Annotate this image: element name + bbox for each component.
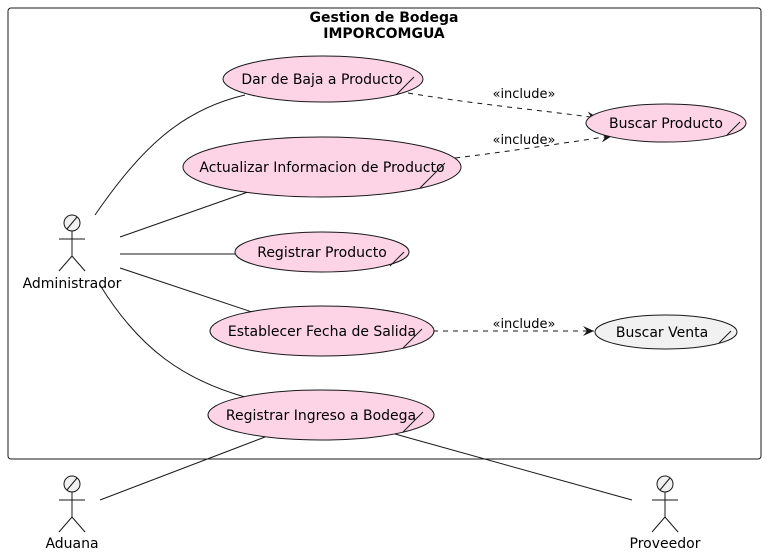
use-case-label: Registrar Producto [257,245,387,261]
use-case-dar-de-baja[interactable]: Dar de Baja a Producto [222,55,424,103]
actor-label: Aduana [45,536,98,552]
use-case-establecer-fecha[interactable]: Establecer Fecha de Salida [209,305,435,357]
use-case-actualizar-info[interactable]: Actualizar Informacion de Producto [182,136,462,198]
association-proveedor-registrar-ingreso [394,433,633,501]
use-case-buscar-venta[interactable]: Buscar Venta [594,314,738,350]
actor-figure-icon [58,475,86,533]
association-admin-registrar-ingreso [99,284,246,398]
actor-proveedor[interactable]: Proveedor [630,475,701,552]
include-label-1: «include» [492,87,555,102]
actor-figure-icon [651,475,679,533]
association-admin-actualizar [119,191,249,238]
include-label-2: «include» [492,133,555,148]
use-case-label: Buscar Venta [616,325,708,341]
association-admin-dar-de-baja [94,94,246,216]
association-admin-establecer-fecha [119,267,259,315]
actor-label: Administrador [23,276,122,292]
system-title-line2: IMPORCOMGUA [323,26,445,42]
use-case-label: Actualizar Informacion de Producto [199,160,444,176]
actor-administrador[interactable]: Administrador [23,214,122,292]
actor-aduana[interactable]: Aduana [45,475,99,552]
actor-figure-icon [58,214,86,272]
use-case-label: Establecer Fecha de Salida [228,324,416,340]
use-case-label: Registrar Ingreso a Bodega [226,408,416,424]
include-label-3: «include» [492,317,555,332]
use-case-registrar-ingreso[interactable]: Registrar Ingreso a Bodega [207,389,435,441]
actor-label: Proveedor [630,536,701,552]
use-case-label: Buscar Producto [609,116,723,132]
system-title-line1: Gestion de Bodega [310,10,459,26]
system-boundary [7,7,762,460]
use-case-label: Dar de Baja a Producto [241,72,402,88]
include-dar-de-baja-buscar-producto [407,92,599,122]
association-aduana-registrar-ingreso [99,436,266,501]
include-actualizar-buscar-producto [454,132,613,159]
use-case-registrar-producto[interactable]: Registrar Producto [234,231,410,273]
use-case-buscar-producto[interactable]: Buscar Producto [585,103,747,143]
